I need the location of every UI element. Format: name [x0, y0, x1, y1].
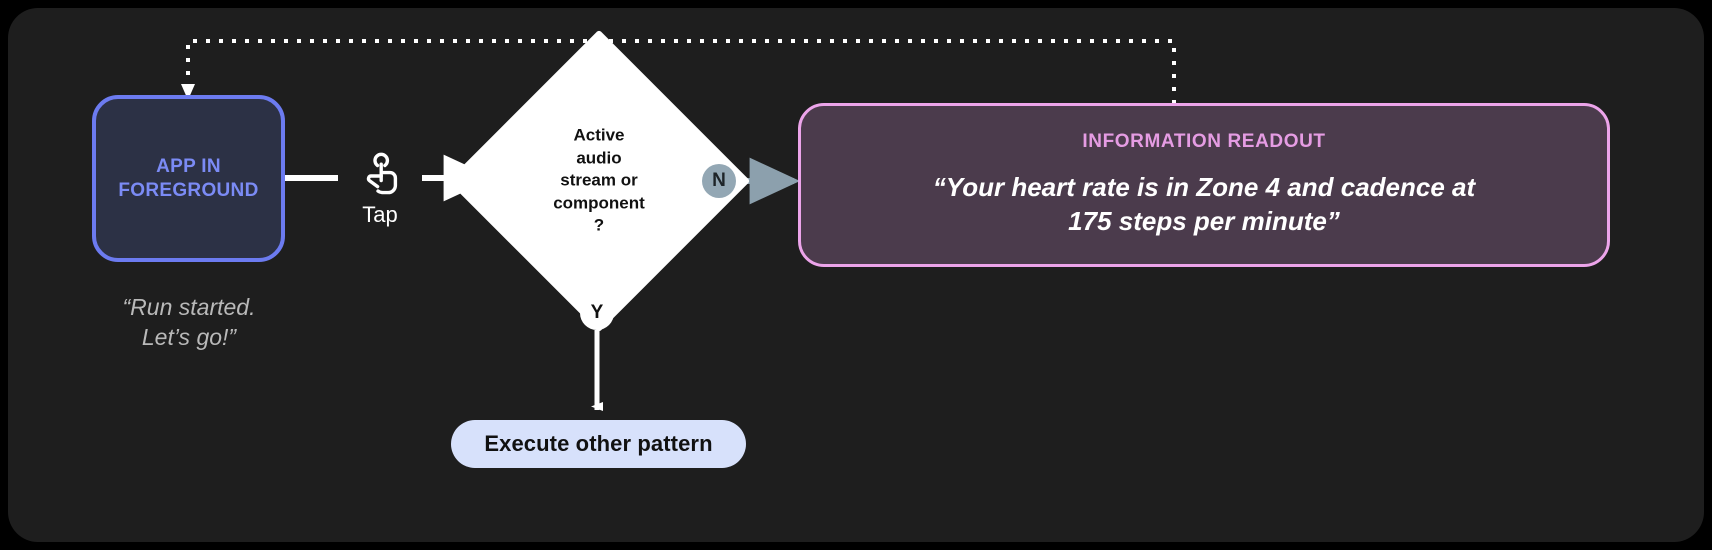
app-node-label-line1: APP IN: [156, 155, 221, 177]
branch-badge-no: N: [702, 164, 736, 198]
tap-gesture-icon: [366, 152, 398, 195]
node-decision-audio-stream[interactable]: Active audio stream or component ?: [447, 29, 751, 333]
app-caption-line1: “Run started.: [122, 294, 256, 320]
app-node-label-line2: FOREGROUND: [118, 179, 259, 201]
node-information-readout[interactable]: INFORMATION READOUT “Your heart rate is …: [798, 103, 1610, 267]
readout-body: “Your heart rate is in Zone 4 and cadenc…: [933, 171, 1475, 239]
branch-badge-yes-label: Y: [590, 302, 604, 323]
app-caption-line2: Let’s go!”: [141, 324, 237, 351]
decision-label-line3: stream or: [560, 170, 638, 190]
node-execute-other-pattern[interactable]: Execute other pattern: [451, 420, 746, 468]
decision-label-line1: Active: [573, 125, 625, 145]
app-node-label: APP IN FOREGROUND: [118, 155, 258, 203]
decision-label-line4: component: [553, 193, 645, 213]
branch-badge-no-label: N: [712, 170, 726, 191]
gesture-tap-group: Tap: [338, 150, 422, 226]
app-node-caption: “Run started. Let’s go!”: [82, 292, 296, 353]
decision-label-line5: ?: [593, 215, 605, 235]
readout-body-line2: 175 steps per minute”: [1068, 206, 1340, 236]
connector-layer: [181, 39, 1176, 411]
readout-body-line1: “Your heart rate is in Zone 4 and cadenc…: [932, 172, 1476, 203]
gesture-tap-label: Tap: [362, 202, 398, 227]
decision-label: Active audio stream or component ?: [492, 124, 706, 237]
readout-title: INFORMATION READOUT: [1082, 131, 1326, 153]
node-app-in-foreground[interactable]: APP IN FOREGROUND: [92, 95, 285, 262]
decision-label-line2: audio: [576, 148, 622, 168]
pattern-pill-label: Execute other pattern: [484, 431, 713, 456]
diagram-canvas: APP IN FOREGROUND “Run started. Let’s go…: [8, 8, 1704, 542]
branch-badge-yes: Y: [580, 296, 614, 330]
